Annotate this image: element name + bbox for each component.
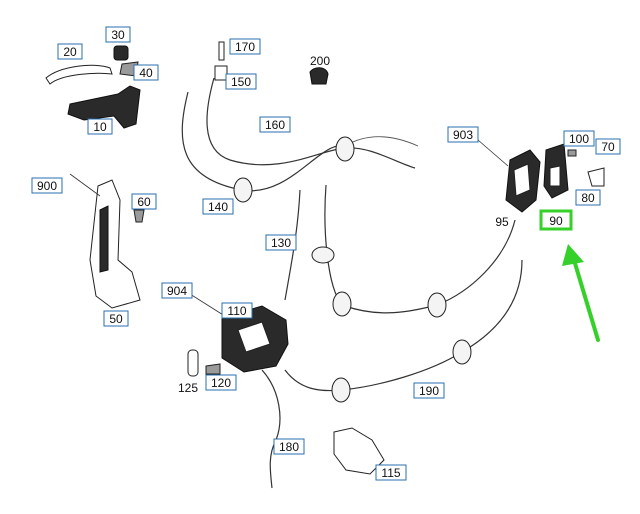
leader	[477, 139, 509, 167]
label-90: 90	[549, 214, 563, 228]
bracket-125	[187, 349, 199, 377]
label-904: 904	[167, 284, 187, 298]
label-903: 903	[453, 128, 473, 142]
grommet	[233, 177, 253, 203]
part-labels: 20 30 40 10 170 150 200 160 140 900 60 5…	[31, 26, 621, 481]
cable-160	[206, 77, 416, 169]
label-95: 95	[495, 215, 509, 229]
frame-50-detail	[99, 205, 109, 273]
label-110: 110	[227, 304, 246, 318]
label-190: 190	[419, 384, 439, 398]
grommet	[331, 377, 351, 403]
label-30: 30	[111, 28, 125, 42]
handle-carrier-10	[67, 85, 141, 129]
bracket-90-window	[549, 165, 561, 187]
label-120: 120	[211, 376, 231, 390]
leader	[69, 173, 101, 197]
highlight-arrow-icon	[562, 244, 600, 342]
pin-70	[587, 167, 605, 187]
label-140: 140	[208, 200, 228, 214]
label-170: 170	[235, 40, 255, 54]
outer-handle-20	[45, 64, 113, 85]
part-200	[309, 67, 329, 85]
label-125: 125	[178, 381, 198, 395]
label-40: 40	[139, 66, 153, 80]
grommet	[427, 292, 447, 318]
cable-160b	[344, 136, 419, 147]
grommet	[335, 136, 355, 162]
cable-190-lower	[284, 259, 523, 392]
screw-120	[205, 363, 221, 375]
screw-60	[133, 209, 145, 223]
label-70: 70	[601, 140, 615, 154]
label-10: 10	[93, 120, 107, 134]
label-900: 900	[37, 179, 57, 193]
label-100: 100	[569, 132, 589, 146]
label-130: 130	[271, 236, 291, 250]
label-50: 50	[109, 312, 123, 326]
label-150: 150	[231, 75, 251, 89]
cable-140	[181, 91, 346, 192]
label-20: 20	[63, 45, 77, 59]
cable-190-upper	[324, 184, 516, 314]
label-180: 180	[279, 440, 299, 454]
lock-95-detail	[513, 163, 531, 197]
label-80: 80	[581, 191, 595, 205]
grommet	[332, 291, 352, 317]
label-200: 200	[310, 54, 330, 68]
cable-180	[261, 369, 281, 489]
clip-150	[214, 65, 228, 81]
pin-170	[218, 41, 225, 61]
clip-30	[113, 45, 129, 61]
grommet	[311, 246, 335, 264]
lock-110-detail	[237, 321, 271, 353]
label-115: 115	[381, 466, 400, 480]
screw-100	[567, 149, 577, 157]
label-60: 60	[137, 195, 151, 209]
grommet	[452, 339, 472, 365]
label-160: 160	[265, 118, 285, 132]
